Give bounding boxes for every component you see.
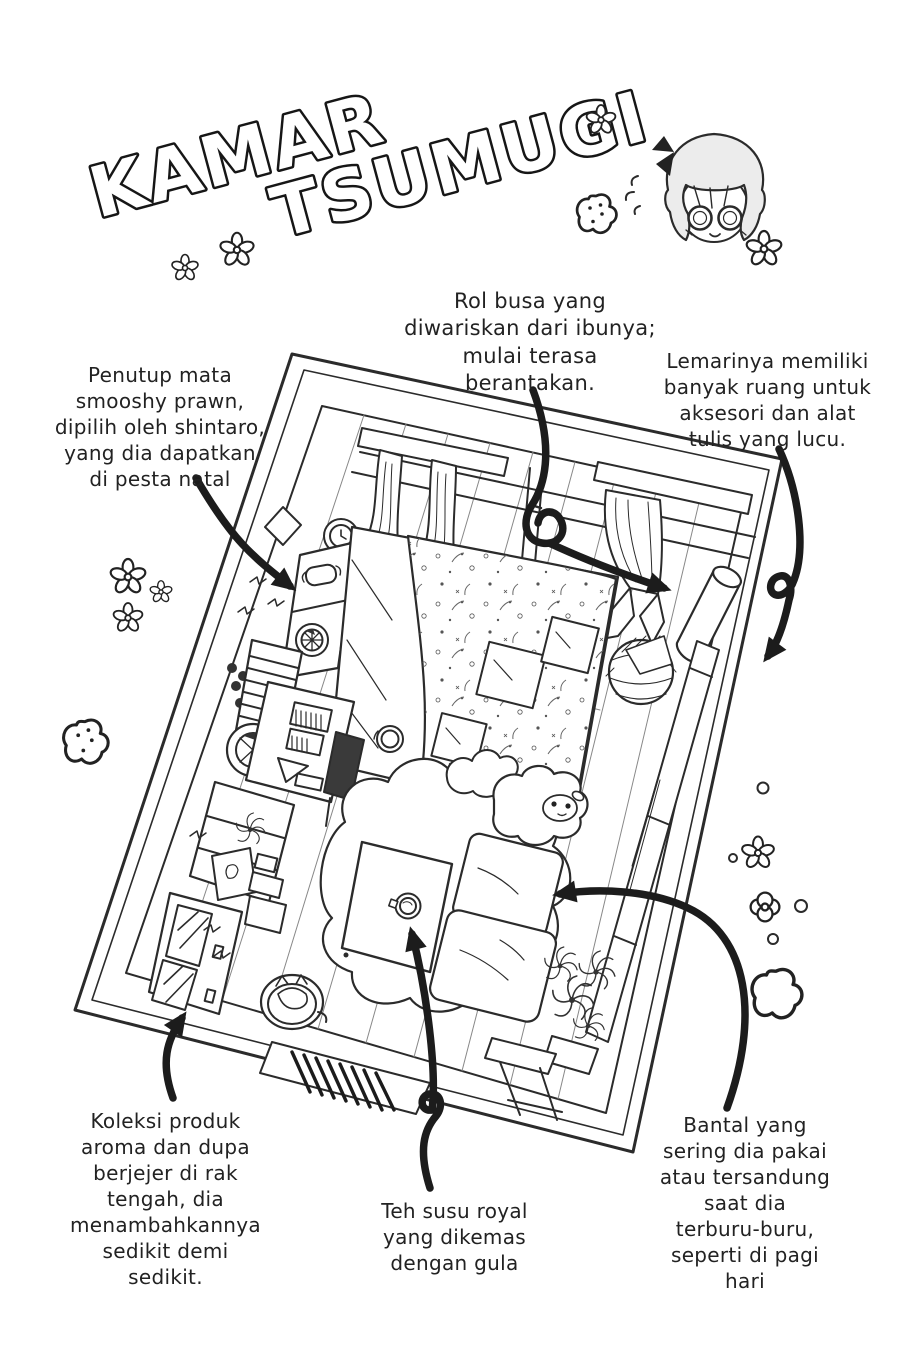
annotation-incense-rack: Koleksi produk aroma dan dupa berjejer d… <box>70 1109 261 1289</box>
annotation-cushion: Bantal yang sering dia pakai atau tersan… <box>659 1113 831 1293</box>
stool-with-cat <box>259 973 328 1031</box>
window-right <box>593 461 753 515</box>
annotation-wardrobe: Lemarinya memiliki banyak ruang untuk ak… <box>663 349 872 451</box>
incense-cabinet <box>147 871 287 1016</box>
sheep-cushion <box>492 764 589 847</box>
bed <box>328 525 620 824</box>
arrow-incense-rack <box>162 1011 187 1102</box>
royal-milk-tea-cup <box>388 892 422 920</box>
chibi-character <box>624 132 766 243</box>
floor-cushions <box>428 832 564 1023</box>
desk-books <box>285 701 333 757</box>
boxes-on-cabinet <box>244 871 287 934</box>
foam-roller <box>675 565 743 664</box>
hair <box>664 132 766 242</box>
sweat-drops-icon <box>624 175 641 215</box>
desk <box>244 680 356 804</box>
small-picture <box>211 847 257 901</box>
annotation-milk-tea: Teh susu royal yang dikemas dengan gula <box>381 1199 528 1275</box>
floor-mug <box>373 725 404 753</box>
door-vent <box>259 1041 431 1115</box>
wardrobe-panel <box>585 640 720 1043</box>
mouth <box>709 233 721 238</box>
plant-stand <box>484 1037 563 1121</box>
eyes <box>687 205 743 231</box>
shelf-wheel-basket <box>295 623 329 657</box>
storage-basket <box>605 635 677 706</box>
annotation-eye-mask: Penutup mata smooshy prawn, dipilih oleh… <box>54 363 266 491</box>
arrow-eye-mask <box>192 474 297 591</box>
page-title: KAMAR TSUMUGI <box>79 73 660 257</box>
arrow-foam-roller <box>522 386 664 588</box>
bed-pillow <box>430 615 600 768</box>
annotation-foam-roller: Rol busa yang diwariskan dari ibunya; mu… <box>404 289 656 395</box>
arrow-cushion <box>552 880 749 1112</box>
arrow-milk-tea <box>405 926 445 1192</box>
wall-frame-diamond <box>264 506 302 546</box>
flower-decorations <box>61 104 808 1020</box>
bow-icon <box>652 136 674 176</box>
floor-clutter-marks <box>189 576 285 959</box>
eye-mask <box>301 563 342 587</box>
arrow-wardrobe <box>763 445 804 663</box>
